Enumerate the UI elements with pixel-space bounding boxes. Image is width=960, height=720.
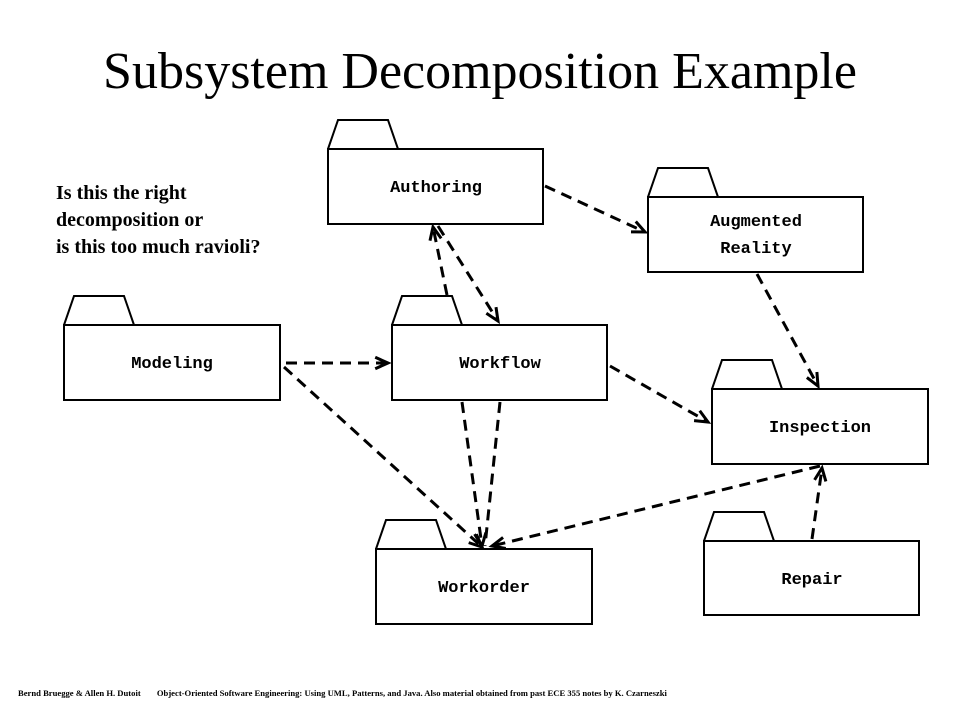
footer-credit: Bernd Bruegge & Allen H. Dutoit	[18, 688, 141, 698]
package-label: Reality	[720, 240, 791, 259]
package-tab	[711, 359, 783, 390]
dependency-arrow	[609, 364, 709, 424]
dependency-arrow	[755, 273, 820, 387]
arrowhead	[805, 371, 820, 390]
package-body	[375, 548, 593, 625]
package-body	[391, 324, 608, 401]
package-tab	[63, 295, 135, 326]
dependency-arrow	[483, 401, 502, 547]
package-label: Inspection	[769, 419, 871, 438]
package-workorder[interactable]: Workorder	[375, 519, 593, 625]
package-tab	[647, 167, 719, 198]
package-tab	[703, 511, 775, 542]
package-label: Augmented	[710, 213, 802, 232]
package-label-line: Inspection	[769, 419, 871, 438]
dependency-layer	[282, 184, 828, 550]
arrowhead	[374, 355, 392, 371]
package-label: Workflow	[459, 355, 541, 374]
dependency-arrow	[436, 225, 500, 322]
dependency-arrow	[491, 464, 821, 548]
dependency-arrow	[431, 226, 449, 296]
dependency-arrow	[282, 365, 484, 549]
arrowhead	[428, 223, 443, 241]
package-label-line: Repair	[781, 571, 842, 590]
package-label-line: Augmented	[710, 213, 802, 232]
footer: Bernd Bruegge & Allen H. Dutoit Object-O…	[18, 688, 948, 698]
package-body	[703, 540, 920, 616]
package-label-line: Reality	[720, 240, 791, 259]
package-label-line: Modeling	[131, 355, 213, 374]
dependency-arrow	[460, 401, 484, 547]
package-modeling[interactable]: Modeling	[63, 295, 281, 401]
package-body	[327, 148, 544, 225]
arrowhead	[693, 409, 712, 424]
package-label-line: Workflow	[459, 355, 541, 374]
package-label: Workorder	[438, 579, 530, 598]
dependency-arrow	[810, 467, 824, 540]
slide-title: Subsystem Decomposition Example	[103, 43, 857, 100]
question-line-1: Is this the right	[56, 182, 187, 204]
arrowhead	[630, 220, 649, 234]
arrowhead	[813, 464, 828, 482]
package-authoring[interactable]: Authoring	[327, 119, 544, 225]
package-label: Authoring	[390, 179, 482, 198]
arrowhead	[488, 536, 507, 550]
package-workflow[interactable]: Workflow	[391, 295, 608, 401]
package-tab	[391, 295, 463, 326]
package-body	[711, 388, 929, 465]
dependency-arrow	[544, 184, 646, 234]
package-augmented-reality[interactable]: Augmented Reality	[647, 167, 864, 273]
package-body	[63, 324, 281, 401]
package-label-line: Authoring	[390, 179, 482, 198]
package-body	[647, 196, 864, 273]
package-label: Repair	[781, 571, 842, 590]
package-tab	[327, 119, 399, 150]
question-line-2: decomposition or	[56, 209, 204, 231]
arrowhead	[485, 306, 500, 325]
package-repair[interactable]: Repair	[703, 511, 920, 616]
question-text: Is this the right decomposition or is th…	[56, 180, 346, 261]
package-tab	[375, 519, 447, 550]
question-line-3: is this too much ravioli?	[56, 236, 261, 258]
package-label: Modeling	[131, 355, 213, 374]
package-inspection[interactable]: Inspection	[711, 359, 929, 465]
footer-source: Object-Oriented Software Engineering: Us…	[156, 688, 667, 698]
package-label-line: Workorder	[438, 579, 530, 598]
